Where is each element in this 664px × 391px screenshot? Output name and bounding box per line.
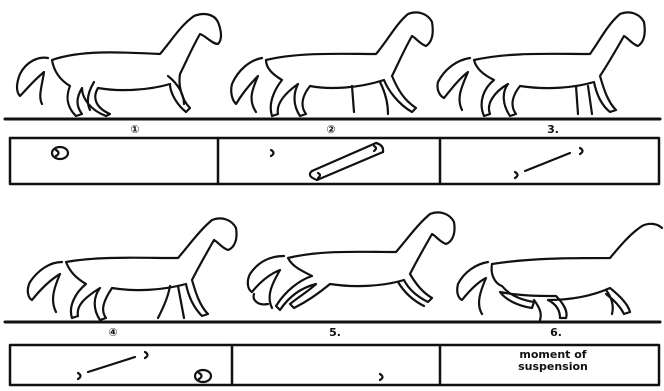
horse-figure-1 [17, 14, 221, 116]
horse-figure-6 [457, 224, 662, 320]
hoofprint-diagonal [515, 148, 583, 178]
frame-label: 3. [547, 124, 559, 135]
horse-figure-3 [437, 12, 644, 116]
suspension-note: moment of suspension [493, 349, 613, 373]
frame-label: ① [130, 124, 139, 135]
frame-label: ④ [108, 327, 117, 338]
hoofprint-circled [52, 147, 68, 159]
frame-label: ② [326, 124, 335, 135]
hoofprint-circled [195, 370, 211, 382]
hoofprint [271, 150, 274, 156]
frame-label: 6. [550, 327, 562, 338]
horse-figure-4 [28, 218, 237, 320]
suspension-note-line2: suspension [493, 361, 613, 373]
hoofprint [380, 374, 383, 380]
horse-figure-5 [248, 212, 455, 310]
hoofprint-diagonal-pair [310, 143, 383, 180]
frame-label: 5. [329, 327, 341, 338]
hoofprint-diagonal [78, 352, 148, 379]
horse-figure-2 [231, 12, 433, 116]
